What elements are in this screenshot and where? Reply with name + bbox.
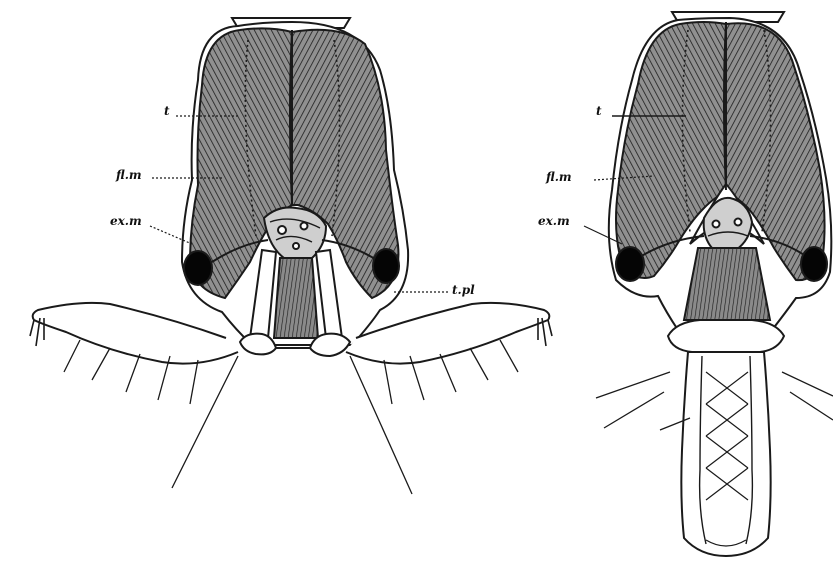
right-figure-eye-left	[616, 247, 644, 281]
left-head-figure	[30, 18, 552, 494]
left-figure-eye-left	[184, 251, 212, 285]
right-proboscis	[681, 352, 770, 556]
label-right-t: t	[596, 104, 602, 118]
label-left-ex-m: ex.m	[110, 214, 142, 228]
label-left-t-pl: t.pl	[452, 283, 475, 297]
left-figure-eye-right	[373, 249, 399, 283]
left-figure-antenna-left	[33, 303, 238, 364]
label-left-fl-m: fl.m	[116, 168, 142, 182]
label-left-t: t	[164, 104, 170, 118]
label-right-ex-m: ex.m	[538, 214, 570, 228]
right-figure-eye-right	[801, 247, 827, 281]
right-head-figure	[584, 12, 833, 556]
label-right-fl-m: fl.m	[546, 170, 572, 184]
